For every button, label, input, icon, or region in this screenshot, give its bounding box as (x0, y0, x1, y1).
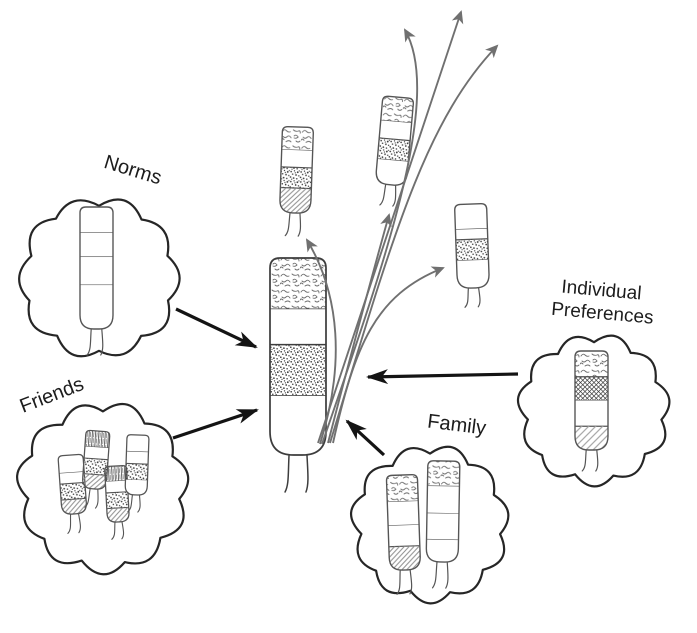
friend-agent-3-segment-4-hatch (105, 507, 130, 523)
central-agent-right-leg (305, 454, 309, 493)
friend-agent-2-segment-3-stipple (82, 457, 110, 476)
future-agent-2 (375, 95, 415, 207)
preference-agent (574, 350, 609, 472)
central-agent-segment-2-plain (270, 309, 326, 345)
future-agent-1-left-leg (284, 212, 291, 237)
future-agent-3-right-leg (477, 287, 481, 308)
friend-agent-1-segment-3-stipple (58, 482, 87, 501)
family-agent-1-segment-4-hatch (387, 545, 421, 571)
norms-agent-segment-4-plain (80, 285, 113, 329)
future-agent-3-segment-2-plain (454, 228, 489, 240)
norms-agent-segment-2-plain (80, 232, 113, 258)
friend-agent-4-right-leg (137, 494, 141, 513)
friend-agent-4-segment-3-stipple (124, 463, 150, 481)
arrow-family-to-central (345, 419, 386, 457)
friend-agent-4-segment-4-plain (124, 479, 149, 496)
preference-agent-right-leg (595, 449, 599, 472)
future-agent-2-segment-1-crackle (379, 95, 414, 124)
family-agent-2 (425, 460, 461, 589)
future-agent-1-right-leg (297, 212, 302, 237)
friend-agent-2-segment-1-vlines (83, 430, 110, 449)
preference-agent-segment-3-plain (575, 400, 608, 427)
family-agent-2-segment-4-plain (426, 539, 460, 563)
friend-agent-2-right-leg (94, 488, 99, 509)
friend-agent-4-segment-1-plain (125, 434, 150, 453)
preference-agent-segment-4-lighthatch (575, 426, 608, 450)
norms-agent (79, 206, 114, 356)
friend-agent-4-segment-2-plain (125, 451, 150, 465)
preference-agent-segment-1-crackle (575, 351, 608, 377)
friend-agent-3-segment-1-vlines (104, 465, 129, 482)
future-agent-1 (279, 125, 314, 237)
family-agent-1-segment-3-plain (387, 524, 421, 547)
future-agent-3-left-leg (464, 287, 469, 308)
family-agent-2-segment-2-plain (426, 485, 460, 514)
arrow-central-to-future-3 (332, 266, 445, 444)
norms-agent-left-leg (86, 328, 92, 356)
arrow-central-long-2 (317, 10, 464, 444)
future-agent-2-segment-3-stipple (376, 137, 412, 162)
central-agent-segment-1-crackle (270, 258, 326, 310)
preferences-label: Individual Preferences (550, 277, 654, 329)
friend-agent-4 (124, 434, 150, 513)
central-agent-segment-4-plain (270, 395, 326, 455)
future-agent-3-segment-3-stipple (454, 238, 490, 261)
future-agent-3-segment-1-plain (454, 203, 489, 230)
future-agent-1-segment-2-plain (280, 149, 314, 168)
norms-label: Norms (101, 151, 164, 189)
future-agent-1-segment-4-hatch (279, 187, 313, 214)
friend-agent-1-right-leg (77, 513, 81, 534)
future-agent-2-left-leg (379, 183, 387, 206)
family-agent-2-left-leg (431, 561, 438, 589)
arrow-preferences-to-central (366, 369, 519, 385)
norms-agent-right-leg (100, 328, 104, 356)
family-agent-1-left-leg (396, 569, 401, 595)
future-agent-2-right-leg (392, 184, 397, 207)
preference-agent-left-leg (581, 449, 587, 472)
friend-agent-1-left-leg (67, 513, 72, 534)
friends-blob (16, 402, 190, 576)
central-agent (269, 257, 327, 493)
friend-agent-2-left-leg (84, 488, 91, 508)
arrow-friends-to-central (172, 408, 259, 440)
family-agent-2-segment-3-plain (426, 513, 460, 541)
friend-agent-1-segment-2-plain (58, 471, 86, 485)
central-agent-left-leg (284, 454, 290, 493)
friend-agent-3-right-leg (121, 521, 125, 540)
friend-agent-3-segment-2-plain (104, 480, 129, 493)
friend-agent-3-segment-3-stipple (104, 491, 130, 509)
future-agent-3 (454, 202, 490, 308)
friend-agent-4-left-leg (127, 494, 133, 513)
family-agent-1-segment-2-plain (386, 501, 421, 526)
future-agent-1-segment-1-crackle (280, 126, 314, 151)
future-agent-2-segment-2-plain (378, 120, 413, 141)
friend-agent-3 (104, 465, 130, 540)
family-agent-2-segment-1-crackle (426, 460, 460, 487)
family-agent-1-right-leg (409, 569, 413, 595)
family-agent-2-right-leg (445, 561, 449, 589)
family-agent-1 (385, 473, 421, 595)
arrow-central-long-3 (329, 44, 499, 444)
friend-agent-2-segment-4-hatch (82, 473, 108, 490)
arrow-norms-to-central (175, 307, 258, 349)
norms-agent-segment-1-plain (80, 207, 113, 233)
friend-agent-1-segment-4-hatch (60, 498, 88, 515)
friend-agent-1 (57, 453, 88, 534)
arrow-central-to-future-2 (327, 213, 392, 444)
norms-agent-segment-3-plain (80, 257, 113, 286)
friend-agent-1-segment-1-plain (57, 454, 86, 474)
arrow-central-long-1 (321, 28, 419, 445)
family-label: Family (426, 411, 487, 440)
friend-agent-2-segment-2-plain (83, 446, 110, 460)
preference-agent-segment-2-diamond (575, 376, 608, 401)
family-agent-1-segment-1-crackle (386, 474, 420, 503)
future-agent-2-segment-4-plain (375, 158, 410, 187)
future-agent-3-segment-4-plain (455, 259, 490, 289)
central-agent-segment-3-stipple (270, 344, 326, 396)
future-agent-1-segment-3-stipple (279, 166, 314, 189)
friend-agent-2 (82, 429, 111, 509)
friend-agent-3-left-leg (111, 521, 116, 540)
